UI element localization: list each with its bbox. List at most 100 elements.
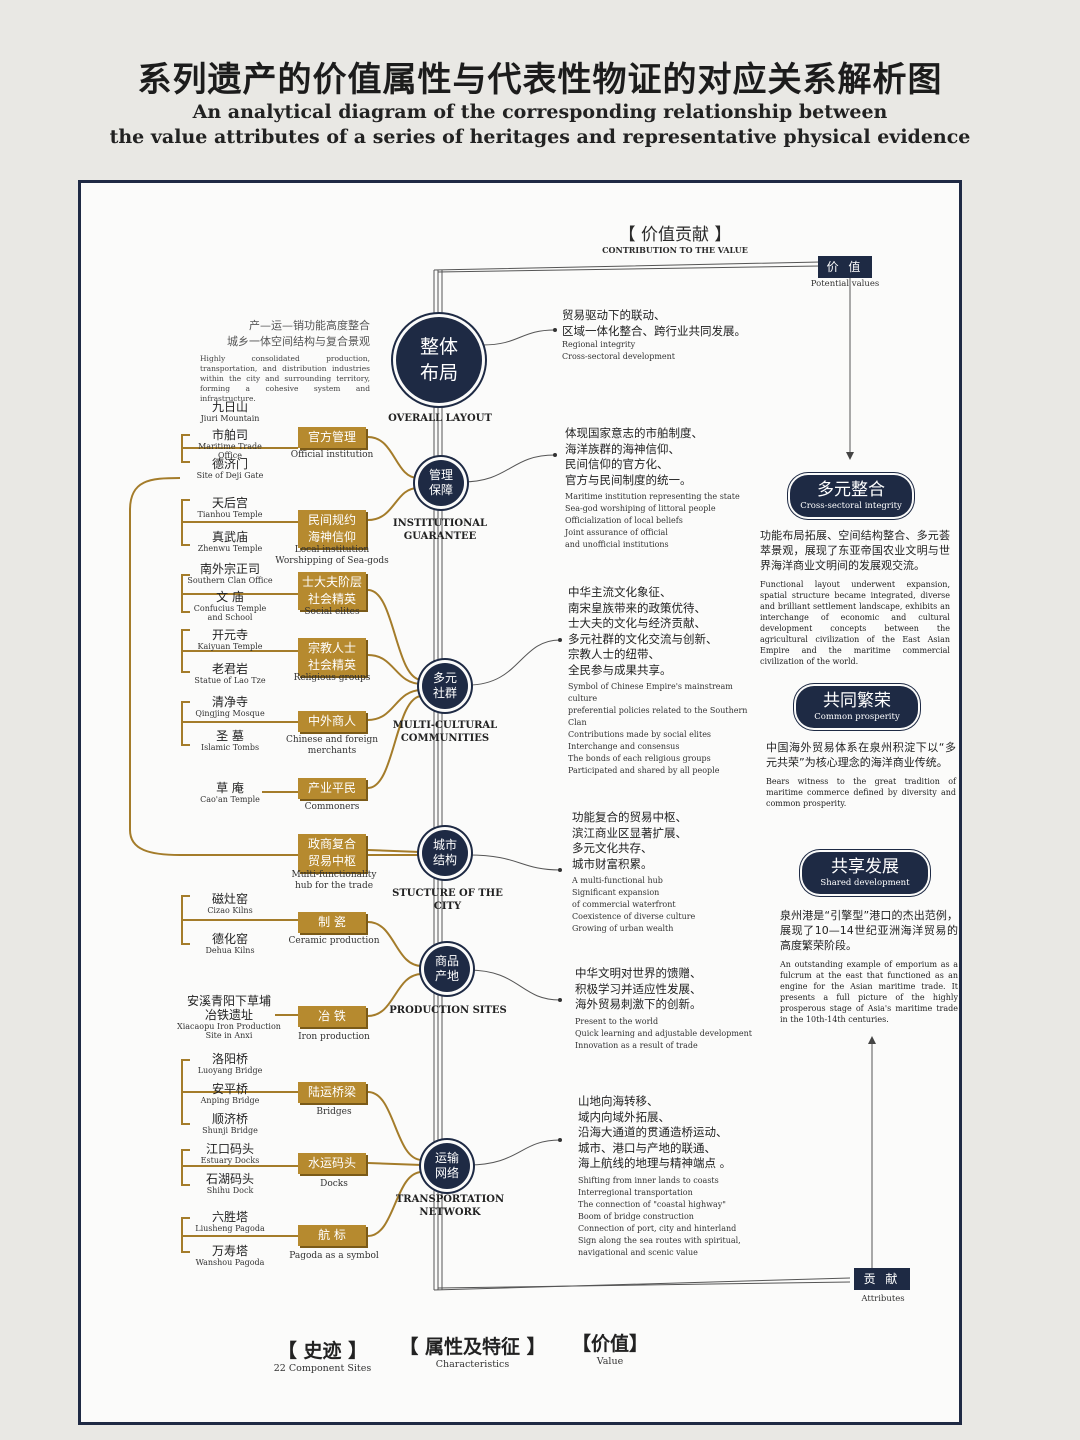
contribution-header-en: CONTRIBUTION TO THE VALUE [602, 245, 748, 255]
contribution-line-en: Sign along the sea routes with spiritual… [578, 1235, 741, 1245]
contribution-line-en: Symbol of Chinese Empire's mainstream cu… [568, 682, 733, 703]
subtitle-line-2: the value attributes of a series of heri… [109, 126, 971, 148]
contribution-line: 多元社群的文化交流与创新、 [568, 631, 718, 646]
value-title-en: Cross-sectoral integrity [800, 501, 902, 511]
attribute-trade-hub-en-1: Multi-functionality [291, 870, 377, 880]
contribution-line: 体现国家意志的市舶制度、 [565, 426, 703, 440]
value-desc-shared: 泉州港是“引擎型”港口的杰出范例，展现了10—14世纪亚洲海洋贸易的高度繁荣阶段… [780, 908, 958, 1025]
site-name-cn: 九日山 [211, 400, 248, 414]
site-name-cn: 德济门 [211, 457, 248, 471]
value-desc-cn: 中国海外贸易体系在泉州积淀下以“多元共荣”为核心理念的海洋商业传统。 [766, 741, 956, 769]
site-name-en: Wanshou Pagoda [195, 1258, 265, 1267]
attribute-iron-production: 冶 铁 [298, 1006, 366, 1027]
contribution-line-en: Significant expansion [572, 888, 660, 897]
hub-city-label: STUCTURE OF THE CITY [392, 888, 503, 912]
left-note-cn-2: 城乡一体空间结构与复合景观 [227, 335, 370, 348]
attribute-local-institution: 民间规约 海神信仰 [298, 510, 366, 548]
site-name-cn: 清净寺 [211, 695, 248, 709]
attribute-local-institution-en-1: Local institution [294, 545, 370, 555]
contribution-line-en: Coexistence of diverse culture [572, 912, 696, 921]
value-common-prosperity: 共同繁荣 Common prosperity [796, 686, 918, 728]
left-note: 产—运—销功能高度整合 城乡一体空间结构与复合景观 Highly consoli… [200, 318, 370, 404]
contribution-line: 域内向域外拓展、 [578, 1109, 670, 1124]
site-name-cn: 真武庙 [211, 530, 248, 544]
site-name-cn: 开元寺 [211, 628, 248, 642]
value-title-cn: 共同繁荣 [823, 691, 891, 711]
site-name-en: Shunji Bridge [202, 1126, 258, 1135]
site-name-en: Islamic Tombs [200, 743, 260, 752]
attribute-ceramic-production: 制 瓷 [298, 912, 366, 933]
hub-production-sites: 商品 产地 [424, 946, 470, 992]
site-name-cn: 市舶司 [211, 428, 248, 442]
value-tag: 价 值 [818, 256, 872, 278]
hub-institution-l1: 管理 [428, 468, 453, 482]
site-name-en: Kaiyuan Temple [197, 642, 263, 651]
site-name-en: Maritime Trade Office [198, 442, 262, 460]
site-name-cn: 安平桥 [211, 1082, 248, 1096]
subtitle-line-1: An analytical diagram of the correspondi… [192, 101, 888, 123]
site-name-cn: 德化窑 [211, 932, 248, 946]
attribute-local-institution-en: Local institution Worshipping of Sea-god… [272, 545, 392, 567]
attribute-docks: 水运码头 [298, 1153, 366, 1174]
page-title: 系列遗产的价值属性与代表性物证的对应关系解析图 [137, 60, 943, 100]
contribution-line: 贸易驱动下的联动、 [562, 308, 666, 322]
attribute-pagoda: 航 标 [298, 1225, 366, 1246]
attribute-iron-production-en: Iron production [298, 1032, 370, 1042]
site-name-cn: 圣 墓 [216, 729, 244, 743]
contribution-line-en: preferential policies related to the Sou… [568, 706, 748, 727]
hub-transportation-label: TRANSPORTATION NETWORK [390, 1193, 510, 1219]
contribution-line-en: Maritime institution representing the st… [565, 492, 740, 501]
contribution-line: 宗教人士的纽带、 [568, 647, 660, 661]
value-shared-development: 共享发展 Shared development [802, 852, 928, 894]
hub-overall-label: OVERALL LAYOUT [388, 413, 492, 424]
attribute-trade-hub: 政商复合 贸易中枢 [298, 834, 366, 872]
hub-multicultural-label: MULTI-CULTURAL COMMUNITIES [385, 719, 505, 745]
contribution-header-cn: 【 价值贡献 】 [618, 225, 732, 245]
hub-transport-label-2: NETWORK [419, 1207, 481, 1218]
site-name-cn: 石湖码头 [205, 1172, 254, 1186]
hub-overall-l1: 整体 [419, 336, 458, 358]
site-name-en: Cizao Kilns [207, 906, 253, 915]
hub-production-l1: 商品 [434, 954, 459, 968]
page-subtitle: An analytical diagram of the correspondi… [40, 100, 1040, 150]
contribution-line-en: The bonds of each religious groups [568, 754, 711, 763]
site-name-en: Dehua Kilns [205, 946, 255, 955]
footer-characteristics: 【 属性及特征 】 Characteristics [395, 1332, 550, 1370]
footer-title-cn: 【价值】 [571, 1333, 648, 1355]
hub-institution-label-2: GUARANTEE [403, 531, 477, 542]
site-name-en-2: and School [207, 613, 253, 622]
attribute-merchants-en-1: Chinese and foreign [285, 735, 379, 745]
footer-title-cn: 【 属性及特征 】 [399, 1336, 546, 1358]
site-name-en: Liusheng Pagoda [195, 1224, 265, 1233]
site-name-en: Zhenwu Temple [197, 544, 263, 553]
footer-component-sites: 【 史迹 】 22 Component Sites [250, 1336, 395, 1374]
value-desc-en: Functional layout underwent expansion, s… [760, 580, 950, 666]
site-name-en: Anping Bridge [200, 1096, 260, 1105]
footer-title-en: 22 Component Sites [273, 1363, 372, 1374]
contribution-line-en: Contributions made by social elites [568, 730, 712, 739]
attribute-bridges: 陆运桥梁 [298, 1082, 366, 1103]
hub-multicultural-l2: 社群 [432, 686, 457, 700]
contribution-overall: 贸易驱动下的联动、 区域一体化整合、跨行业共同发展。 Regional inte… [562, 308, 762, 363]
value-desc-cn: 功能布局拓展、空间结构整合、多元荟萃景观，展现了东亚帝国农业文明与世界海洋商业文… [760, 529, 950, 572]
site-name-cn: 文 庙 [216, 590, 244, 604]
hub-multicultural-label-1: MULTI-CULTURAL [392, 720, 498, 731]
value-desc-prosperity: 中国海外贸易体系在泉州积淀下以“多元共荣”为核心理念的海洋商业传统。 Bears… [766, 740, 956, 809]
value-cross-sectoral-integrity: 多元整合 Cross-sectoral integrity [790, 475, 912, 517]
site-name-en: Site of Deji Gate [196, 471, 264, 480]
contribution-line: 士大夫的文化与经济贡献、 [568, 616, 706, 630]
contribution-line: 全民参与成果共享。 [568, 662, 672, 677]
value-desc-integrity: 功能布局拓展、空间结构整合、多元荟萃景观，展现了东亚帝国农业文明与世界海洋商业文… [760, 528, 950, 667]
contribution-line: 中华文明对世界的馈赠、 [575, 966, 702, 980]
contribution-line: 区域一体化整合、跨行业共同发展。 [562, 323, 746, 338]
hub-city-structure: 城市 结构 [422, 830, 468, 876]
attribute-merchants: 中外商人 [298, 711, 366, 732]
attribute-trade-hub-en-2: hub for the trade [294, 881, 374, 891]
